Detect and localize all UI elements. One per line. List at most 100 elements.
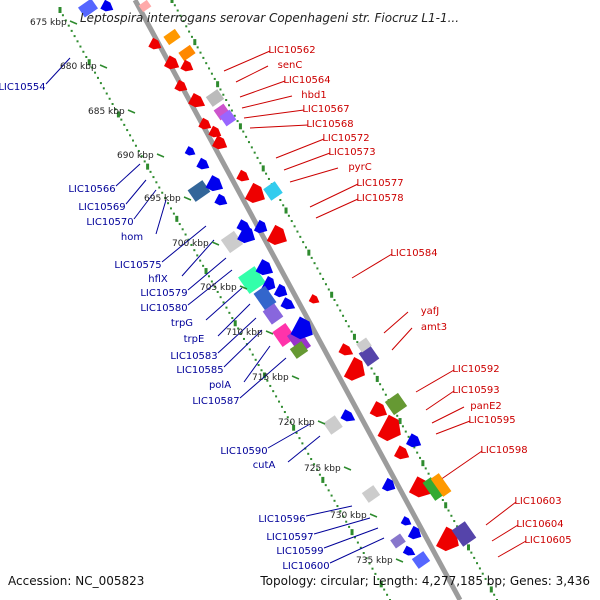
gene-feature[interactable]	[406, 433, 424, 450]
forward-gene-label[interactable]: LIC10568	[306, 119, 353, 130]
reverse-gene-label[interactable]: LIC10566	[68, 184, 115, 195]
gene-feature[interactable]	[289, 341, 309, 359]
reverse-gene-label[interactable]: LIC10580	[140, 303, 187, 314]
forward-gene-label[interactable]: LIC10584	[390, 248, 437, 259]
gene-feature[interactable]	[400, 516, 414, 528]
gene-feature[interactable]	[262, 303, 284, 325]
gene-feature[interactable]	[187, 180, 211, 202]
forward-gene-label[interactable]: senC	[278, 60, 303, 71]
forward-gene-label[interactable]: LIC10567	[302, 104, 349, 115]
forward-gene-label[interactable]: LIC10604	[516, 519, 563, 530]
gene-feature[interactable]	[323, 415, 343, 435]
gene-feature[interactable]	[244, 182, 269, 207]
forward-gene-label[interactable]: LIC10598	[480, 445, 527, 456]
gene-feature[interactable]	[411, 551, 431, 569]
gene-feature[interactable]	[196, 157, 211, 172]
reverse-gene-label[interactable]: LIC10585	[176, 365, 223, 376]
gene-feature[interactable]	[407, 525, 424, 542]
reverse-gene-label[interactable]: hom	[121, 232, 143, 243]
gene-feature[interactable]	[198, 117, 213, 132]
reverse-gene-label[interactable]: LIC10596	[258, 514, 305, 525]
gene-feature[interactable]	[174, 79, 189, 94]
gene-feature[interactable]	[369, 401, 391, 421]
gene-feature[interactable]	[338, 343, 355, 358]
gene-feature[interactable]	[308, 294, 322, 306]
gene-feature[interactable]	[255, 259, 277, 279]
gene-feature[interactable]	[164, 55, 182, 72]
gene-feature[interactable]	[148, 37, 163, 52]
reverse-gene-label[interactable]: LIC10590	[220, 446, 267, 457]
reverse-gene-label[interactable]: LIC10579	[140, 288, 187, 299]
gene-feature[interactable]	[451, 521, 477, 547]
gene-feature[interactable]	[384, 392, 408, 416]
gene-feature[interactable]	[422, 477, 444, 501]
gene-feature[interactable]	[290, 316, 317, 343]
reverse-gene-label[interactable]: LIC10570	[86, 217, 133, 228]
reverse-gene-label[interactable]: LIC10597	[266, 532, 313, 543]
gene-feature[interactable]	[212, 135, 230, 152]
forward-gene-label[interactable]: LIC10593	[452, 385, 499, 396]
forward-gene-label[interactable]: LIC10573	[328, 147, 375, 158]
gene-feature[interactable]	[402, 545, 417, 559]
gene-feature[interactable]	[236, 169, 251, 184]
reverse-gene-label[interactable]: cutA	[253, 460, 276, 471]
gene-feature[interactable]	[390, 533, 406, 549]
gene-feature[interactable]	[178, 44, 196, 62]
gene-feature[interactable]	[219, 109, 237, 127]
gene-feature[interactable]	[78, 0, 98, 18]
gene-feature[interactable]	[205, 89, 225, 107]
gene-feature[interactable]	[381, 477, 398, 494]
reverse-gene-label[interactable]: LIC10599	[276, 546, 323, 557]
gene-feature[interactable]	[188, 92, 208, 111]
reverse-gene-label[interactable]: trpG	[171, 318, 193, 329]
reverse-gene-label[interactable]: LIC10600	[282, 561, 329, 572]
gene-feature[interactable]	[205, 175, 227, 195]
reverse-gene-label[interactable]: LIC10554	[0, 82, 46, 93]
forward-gene-label[interactable]: LIC10572	[322, 133, 369, 144]
gene-feature[interactable]	[208, 125, 223, 140]
forward-gene-label[interactable]: LIC10578	[356, 193, 403, 204]
reverse-gene-label[interactable]: LIC10587	[192, 396, 239, 407]
forward-gene-label[interactable]: LIC10592	[452, 364, 499, 375]
gene-feature[interactable]	[343, 357, 370, 385]
gene-feature[interactable]	[394, 445, 412, 462]
forward-gene-label[interactable]: amt3	[421, 322, 447, 333]
reverse-gene-label[interactable]: polA	[209, 380, 231, 391]
gene-feature[interactable]	[253, 219, 270, 236]
gene-feature[interactable]	[237, 225, 259, 247]
forward-gene-label[interactable]: panE2	[470, 401, 502, 412]
gene-feature[interactable]	[184, 146, 198, 158]
gene-feature[interactable]	[163, 28, 181, 46]
gene-feature[interactable]	[263, 181, 283, 201]
gene-feature[interactable]	[272, 323, 296, 347]
forward-gene-label[interactable]: yafJ	[421, 306, 440, 317]
gene-feature[interactable]	[266, 224, 291, 249]
gene-feature[interactable]	[180, 59, 195, 74]
forward-gene-label[interactable]: LIC10577	[356, 178, 403, 189]
reverse-gene-label[interactable]: LIC10583	[170, 351, 217, 362]
reverse-gene-label[interactable]: LIC10575	[114, 260, 161, 271]
forward-gene-label[interactable]: hbd1	[301, 90, 326, 101]
forward-gene-label[interactable]: pyrC	[348, 162, 371, 173]
gene-feature[interactable]	[280, 297, 297, 312]
gene-feature[interactable]	[253, 285, 277, 311]
reverse-gene-label[interactable]: trpE	[184, 334, 205, 345]
gene-feature[interactable]	[436, 526, 464, 556]
reverse-gene-label[interactable]: LIC10569	[78, 202, 125, 213]
forward-gene-label[interactable]: LIC10595	[468, 415, 515, 426]
gene-feature[interactable]	[361, 485, 381, 503]
gene-feature[interactable]	[138, 0, 152, 13]
gene-feature[interactable]	[214, 193, 229, 208]
forward-gene-label[interactable]: LIC10564	[283, 75, 330, 86]
gene-feature[interactable]	[377, 414, 407, 446]
forward-gene-label[interactable]: LIC10605	[524, 535, 571, 546]
gene-feature[interactable]	[430, 473, 452, 497]
gene-feature[interactable]	[356, 337, 372, 353]
gene-feature[interactable]	[220, 230, 244, 254]
reverse-gene-label[interactable]: hflX	[148, 274, 168, 285]
forward-gene-label[interactable]: LIC10562	[268, 45, 315, 56]
gene-feature[interactable]	[273, 283, 290, 300]
gene-feature[interactable]	[340, 409, 357, 424]
gene-feature[interactable]	[100, 0, 115, 14]
